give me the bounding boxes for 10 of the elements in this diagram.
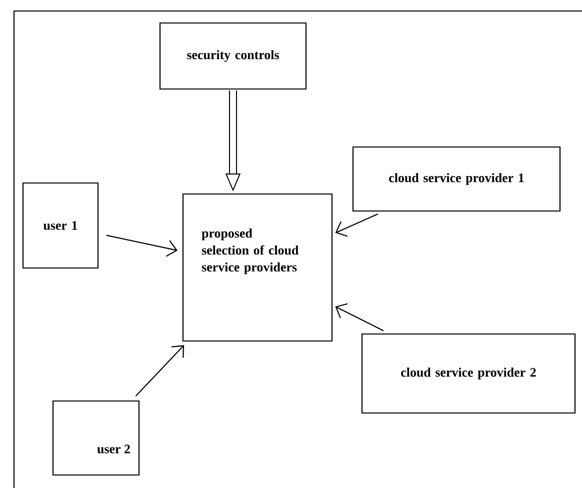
process-box: proposed selection of cloud service providers xyxy=(182,193,333,342)
arrow xyxy=(135,345,184,396)
arrow xyxy=(335,213,378,237)
process-box: cloud service provider 1 xyxy=(352,146,561,212)
arrow xyxy=(335,303,384,332)
process-box: user 2 xyxy=(52,400,140,476)
process-box: cloud service provider 2 xyxy=(361,333,576,414)
process-box: security controls xyxy=(159,22,307,90)
process-box: user 1 xyxy=(22,182,99,269)
arrow xyxy=(106,234,178,257)
